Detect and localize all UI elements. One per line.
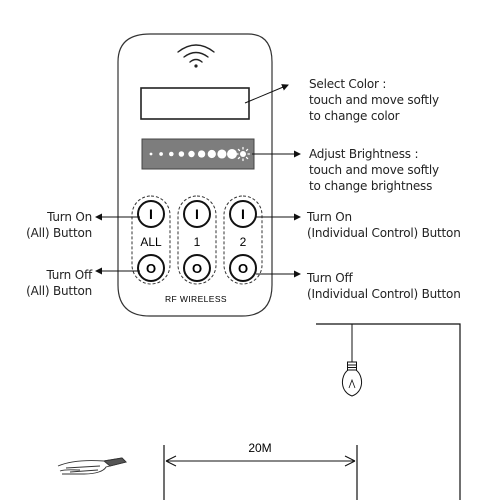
turn-on-all-button[interactable]	[137, 200, 165, 228]
button-group-1: I 1 O	[177, 195, 217, 285]
zone-label-2: 2	[240, 235, 247, 249]
turn-on-all-desc: (All) Button	[26, 226, 92, 240]
brand-label: RF WIRELESS	[165, 294, 227, 304]
distance-label: 20M	[248, 441, 271, 455]
button-group-all: I ALL O	[131, 195, 171, 285]
brightness-dot	[217, 149, 227, 159]
turn-off-zone-2-symbol: O	[238, 261, 248, 276]
turn-off-all-desc: (All) Button	[26, 284, 92, 298]
brightness-dot	[197, 150, 206, 158]
sun-icon	[235, 146, 251, 162]
turn-on-individual-desc: (Individual Control) Button	[307, 226, 461, 240]
adjust-brightness-desc-1: touch and move softly	[309, 163, 439, 177]
turn-off-all-annotation: Turn Off (All) Button	[0, 267, 92, 299]
select-color-desc-1: touch and move softly	[309, 93, 439, 107]
turn-off-individual-annotation: Turn Off (Individual Control) Button	[307, 270, 461, 302]
turn-on-individual-annotation: Turn On (Individual Control) Button	[307, 209, 461, 241]
wireless-signal-icon	[177, 44, 215, 68]
brightness-dot	[207, 149, 216, 159]
select-color-arrow	[244, 84, 289, 104]
turn-on-all-symbol: I	[149, 206, 153, 222]
turn-off-all-symbol: O	[146, 261, 156, 276]
brightness-dots	[149, 149, 237, 159]
turn-off-zone-1-symbol: O	[192, 261, 202, 276]
brightness-dot	[149, 152, 153, 156]
turn-on-all-title: Turn On	[47, 210, 92, 224]
turn-off-individual-title: Turn Off	[307, 271, 353, 285]
turn-on-all-annotation: Turn On (All) Button	[0, 209, 92, 241]
light-bulb-icon	[342, 361, 362, 397]
turn-on-zone-1-symbol: I	[195, 206, 199, 222]
adjust-brightness-title: Adjust Brightness :	[309, 147, 419, 161]
select-color-desc-2: to change color	[309, 109, 400, 123]
hand-with-remote-icon	[57, 457, 127, 475]
brightness-dot	[178, 151, 185, 157]
turn-off-all-title: Turn Off	[46, 268, 92, 282]
zone-label-all: ALL	[140, 235, 162, 249]
button-group-2: I 2 O	[223, 195, 263, 285]
turn-on-zone-2-button[interactable]	[229, 200, 257, 228]
turn-off-zone-1-button[interactable]	[183, 254, 211, 282]
brightness-dot	[169, 151, 174, 157]
color-touch-slider[interactable]	[140, 87, 250, 120]
distance-arrow-right-head	[344, 455, 356, 467]
turn-on-zone-2-symbol: I	[241, 206, 245, 222]
adjust-brightness-annotation: Adjust Brightness : touch and move softl…	[309, 146, 439, 194]
turn-on-zone-1-button[interactable]	[183, 200, 211, 228]
select-color-title: Select Color :	[309, 77, 387, 91]
turn-off-zone-2-button[interactable]	[229, 254, 257, 282]
room-wall	[316, 323, 461, 500]
turn-off-all-button[interactable]	[137, 254, 165, 282]
distance-arrow-left-head	[165, 455, 177, 467]
turn-off-individual-desc: (Individual Control) Button	[307, 287, 461, 301]
zone-label-1: 1	[194, 235, 201, 249]
select-color-annotation: Select Color : touch and move softly to …	[309, 76, 439, 124]
turn-on-individual-title: Turn On	[307, 210, 352, 224]
brightness-dot	[188, 150, 195, 158]
brightness-dot	[227, 149, 237, 159]
brightness-dot	[159, 152, 163, 156]
adjust-brightness-desc-2: to change brightness	[309, 179, 433, 193]
